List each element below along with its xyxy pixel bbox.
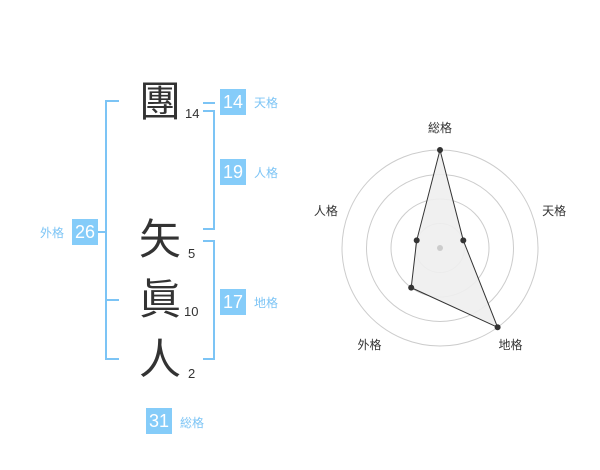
radar-axis-label-4: 外格: [357, 337, 381, 352]
name-char-4: 人: [138, 335, 181, 384]
chikaku-bracket-top: [203, 240, 215, 242]
jinkaku-bracket-upper: [203, 110, 215, 112]
radar-series: [408, 147, 501, 331]
soukaku-label: 総格: [180, 416, 205, 430]
stroke-count-3: 10: [184, 304, 199, 319]
radar-point-1: [437, 147, 443, 153]
tenkaku-value: 14: [220, 89, 246, 115]
chikaku-bracket-vertical: [213, 240, 215, 360]
gaikaku-bracket-vertical: [105, 100, 107, 360]
jinkaku-bracket-lower: [203, 228, 215, 230]
radar-axis-label-5: 人格: [314, 203, 338, 218]
chikaku-bracket-bottom: [203, 358, 215, 360]
tenkaku-bracket-top: [203, 102, 215, 104]
gaikaku-value: 26: [72, 219, 98, 245]
jinkaku-label: 人格: [254, 166, 279, 180]
chikaku-label: 地格: [254, 296, 279, 310]
radar-point-3: [494, 324, 501, 331]
radar-point-4: [408, 284, 415, 291]
gaikaku-bracket-top: [105, 100, 119, 102]
gaikaku-label: 外格: [40, 226, 65, 240]
radar-axis-label-3: 地格: [499, 337, 523, 352]
jinkaku-bracket-vertical: [213, 110, 215, 230]
stroke-count-4: 2: [188, 366, 196, 381]
jinkaku-value: 19: [220, 159, 246, 185]
radar-series-area: [410, 149, 499, 329]
name-char-1: 團: [138, 77, 181, 126]
tenkaku-label: 天格: [254, 96, 279, 110]
radar-axis-label-1: 総格: [428, 120, 452, 135]
radar-center: [437, 245, 443, 251]
radar-axis-label-2: 天格: [542, 203, 566, 218]
name-char-2: 矢: [138, 215, 181, 264]
gaikaku-connector: [98, 231, 106, 233]
gaikaku-bracket-bottom: [105, 358, 119, 360]
name-char-3: 眞: [138, 275, 181, 324]
radar-point-5: [413, 237, 420, 244]
chikaku-value: 17: [220, 289, 246, 315]
stroke-count-1: 14: [185, 106, 200, 121]
stroke-count-2: 5: [188, 246, 196, 261]
radar-point-2: [460, 237, 467, 244]
soukaku-value: 31: [146, 408, 172, 434]
gaikaku-bracket-middle: [105, 299, 119, 301]
